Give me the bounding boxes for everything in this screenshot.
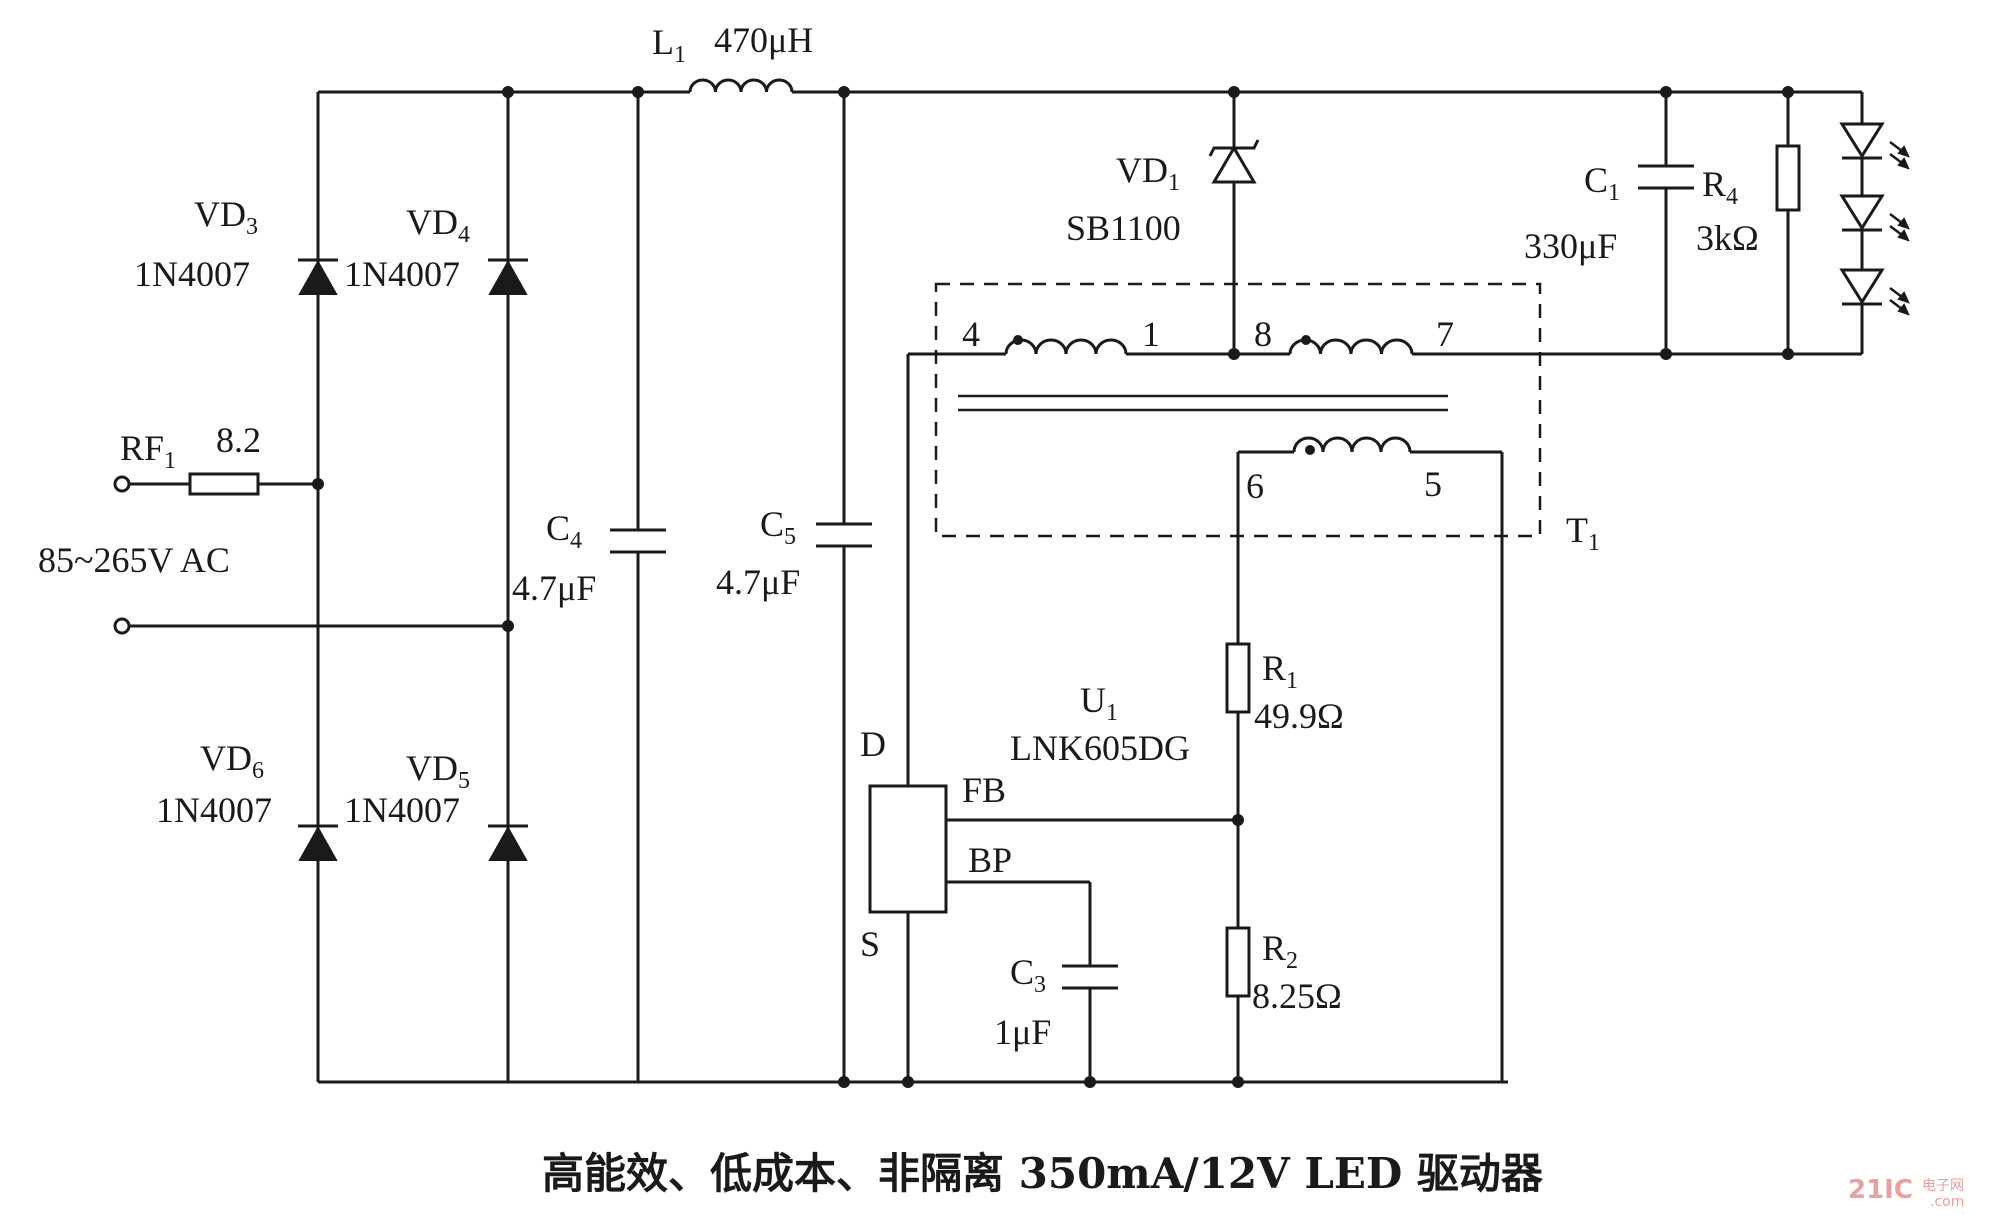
- r2-resistor: [1225, 926, 1251, 998]
- c5-value: 4.7μF: [716, 562, 800, 602]
- t1-ref: T1: [1566, 510, 1600, 556]
- c4-ref: C4: [546, 508, 582, 554]
- r2-ref: R2: [1262, 928, 1298, 974]
- vd6-diode: [298, 824, 338, 861]
- junctions: [312, 86, 1794, 1088]
- diagram-caption: 高能效、低成本、非隔离 350mA/12V LED 驱动器: [542, 1149, 1544, 1198]
- vd3-ref: VD3: [194, 194, 258, 240]
- watermark-brand: 21IC: [1848, 1175, 1913, 1205]
- u1-ic: [868, 784, 948, 914]
- vd1-value: SB1100: [1066, 208, 1181, 248]
- l1-inductor: [688, 78, 794, 93]
- pin-4-label: 4: [962, 314, 980, 354]
- vd4-diode: [488, 258, 528, 295]
- vd3-value: 1N4007: [134, 254, 250, 294]
- input-voltage-label: 85~265V AC: [38, 540, 230, 580]
- led-3: [1839, 268, 1910, 316]
- l1-ref: L1: [652, 22, 686, 68]
- led-1: [1839, 122, 1910, 170]
- r2-value: 8.25Ω: [1252, 976, 1342, 1016]
- c3-ref: C3: [1010, 952, 1046, 998]
- u1-ref: U1: [1080, 680, 1118, 726]
- r1-value: 49.9Ω: [1254, 696, 1344, 736]
- u1-value: LNK605DG: [1010, 728, 1190, 768]
- t1-transformer: [934, 282, 1542, 538]
- led-2: [1839, 194, 1910, 242]
- wiring: [128, 90, 1864, 1084]
- rf1-ref: RF1: [120, 428, 176, 474]
- pin-7-label: 7: [1436, 314, 1454, 354]
- watermark-site: 电子网: [1922, 1178, 1964, 1194]
- vd5-diode: [488, 824, 528, 861]
- pin-fb-label: FB: [962, 770, 1006, 810]
- watermark-url: .com: [1930, 1194, 1964, 1210]
- pin-5-label: 5: [1424, 464, 1442, 504]
- c4-capacitor: [610, 528, 666, 554]
- ac-terminal-l: [113, 475, 131, 493]
- rf1-resistor: [188, 472, 260, 496]
- vd6-ref: VD6: [200, 738, 264, 784]
- ac-terminal-n: [113, 617, 131, 635]
- r1-resistor: [1225, 642, 1251, 714]
- c4-value: 4.7μF: [512, 568, 596, 608]
- r1-ref: R1: [1262, 648, 1298, 694]
- vd6-value: 1N4007: [156, 790, 272, 830]
- c3-capacitor: [1062, 964, 1118, 990]
- c3-value: 1μF: [994, 1012, 1051, 1052]
- vd3-diode: [298, 258, 338, 295]
- pin-1-label: 1: [1142, 314, 1160, 354]
- r4-ref: R4: [1702, 164, 1738, 210]
- c5-ref: C5: [760, 504, 796, 550]
- c1-value: 330μF: [1524, 226, 1617, 266]
- vd5-value: 1N4007: [344, 790, 460, 830]
- pin-bp-label: BP: [968, 840, 1012, 880]
- r4-value: 3kΩ: [1696, 218, 1759, 258]
- site-watermark: 21IC 电子网 .com: [1848, 1175, 1964, 1210]
- c1-capacitor: [1638, 164, 1694, 190]
- pin-6-label: 6: [1246, 466, 1264, 506]
- vd4-ref: VD4: [406, 202, 470, 248]
- pin-d-label: D: [860, 724, 886, 764]
- pin-8-label: 8: [1254, 314, 1272, 354]
- vd1-ref: VD1: [1116, 150, 1180, 196]
- led-string: [1839, 122, 1910, 316]
- vd4-value: 1N4007: [344, 254, 460, 294]
- pin-s-label: S: [860, 924, 880, 964]
- rf1-value: 8.2: [216, 420, 261, 460]
- c5-capacitor: [816, 522, 872, 548]
- vd5-ref: VD5: [406, 748, 470, 794]
- l1-value: 470μH: [714, 20, 813, 60]
- r4-resistor: [1775, 144, 1801, 212]
- vd1-diode: [1208, 139, 1260, 184]
- c1-ref: C1: [1584, 160, 1620, 206]
